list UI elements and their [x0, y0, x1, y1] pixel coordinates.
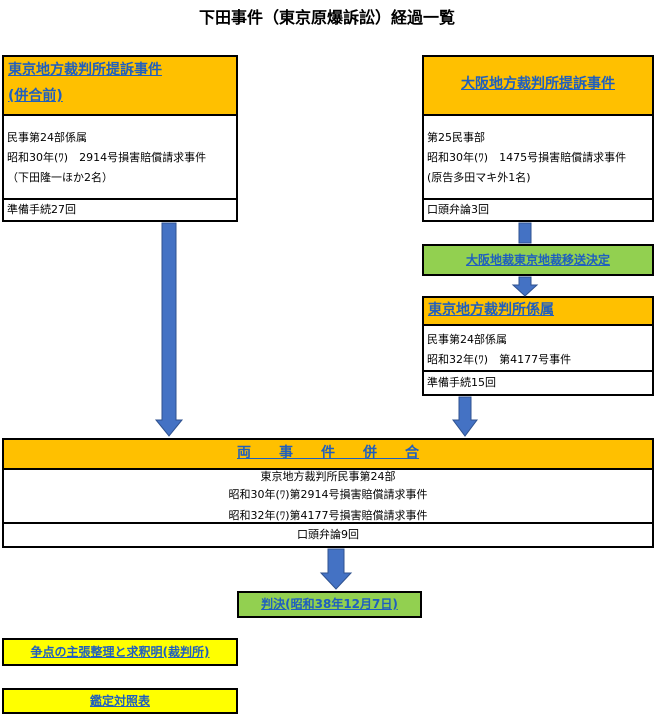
osaka-case-division: 第25民事部 [427, 131, 485, 144]
tokyo-case-plaintiffs: （下田隆一ほか2名） [7, 171, 113, 184]
expert-comparison-link[interactable]: 鑑定対照表 [2, 688, 238, 714]
arrow-down-icon [511, 276, 539, 297]
arrow-down-icon [452, 396, 478, 437]
tokyo-case-header[interactable]: 東京地方裁判所提訴事件 (併合前) [4, 57, 236, 116]
transfer-decision-button[interactable]: 大阪地裁東京地裁移送決定 [422, 244, 654, 276]
tokyo-assigned-header[interactable]: 東京地方裁判所係属 [424, 298, 652, 326]
tokyo-assigned-box: 東京地方裁判所係属 民事第24部係属 昭和32年(ﾜ) 第4177号事件 準備手… [422, 296, 654, 396]
tokyo-case-footer: 準備手続27回 [4, 198, 236, 220]
osaka-case-footer: 口頭弁論3回 [424, 198, 652, 220]
merged-case-number-2: 昭和32年(ﾜ)第4177号損害賠償請求事件 [228, 509, 428, 522]
tokyo-case-number: 昭和30年(ﾜ) 2914号損害賠償請求事件 [7, 151, 207, 164]
tokyo-case-header-line1[interactable]: 東京地方裁判所提訴事件 [8, 62, 162, 78]
tokyo-assigned-division: 民事第24部係属 [427, 333, 507, 346]
osaka-case-box: 大阪地方裁判所提訴事件 第25民事部 昭和30年(ﾜ) 1475号損害賠償請求事… [422, 55, 654, 222]
merged-case-division: 東京地方裁判所民事第24部 [260, 470, 396, 483]
osaka-case-plaintiffs: (原告多田マキ外1名) [427, 171, 531, 184]
osaka-case-header[interactable]: 大阪地方裁判所提訴事件 [424, 57, 652, 116]
issues-link[interactable]: 争点の主張整理と求釈明(裁判所) [2, 638, 238, 666]
arrow-down-icon [154, 222, 184, 437]
merged-case-box: 両 事 件 併 合 東京地方裁判所民事第24部 昭和30年(ﾜ)第2914号損害… [2, 438, 654, 548]
tokyo-case-division: 民事第24部係属 [7, 131, 87, 144]
merged-case-number-1: 昭和30年(ﾜ)第2914号損害賠償請求事件 [228, 488, 428, 501]
judgment-button[interactable]: 判決(昭和38年12月7日) [237, 591, 422, 618]
osaka-case-number: 昭和30年(ﾜ) 1475号損害賠償請求事件 [427, 151, 627, 164]
tokyo-case-box: 東京地方裁判所提訴事件 (併合前) 民事第24部係属 昭和30年(ﾜ) 2914… [2, 55, 238, 222]
arrow-down-icon [319, 548, 353, 590]
merged-case-footer: 口頭弁論9回 [4, 522, 652, 546]
arrow-down-icon [518, 222, 532, 244]
page-title: 下田事件（東京原爆訴訟）経過一覧 [198, 8, 455, 27]
merged-case-header[interactable]: 両 事 件 併 合 [4, 440, 652, 470]
tokyo-assigned-number: 昭和32年(ﾜ) 第4177号事件 [427, 353, 572, 366]
tokyo-assigned-footer: 準備手続15回 [424, 370, 652, 394]
tokyo-case-header-line2[interactable]: (併合前) [8, 88, 63, 104]
